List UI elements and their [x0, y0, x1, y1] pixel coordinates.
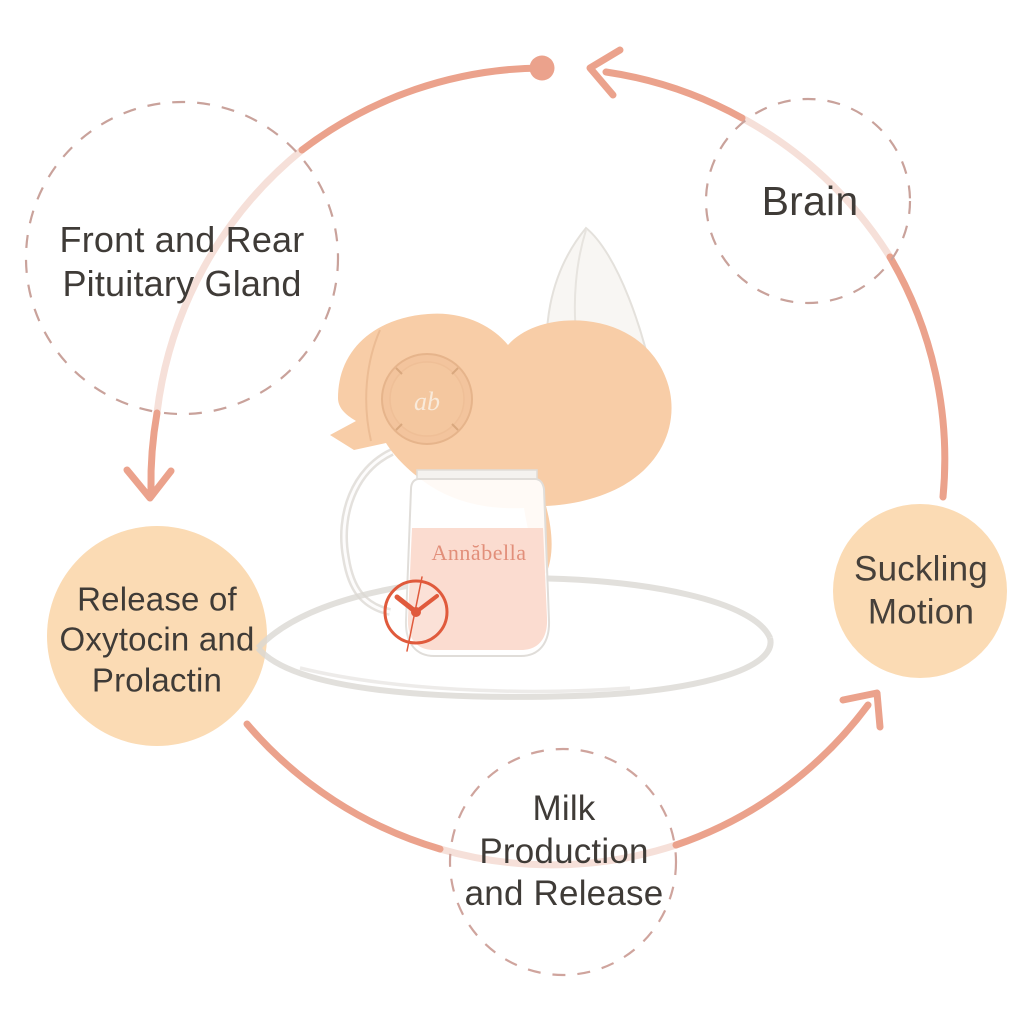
node-label-pituitary: Front and Rear Pituitary Gland — [59, 219, 305, 304]
arc-faded-through-pituitary — [153, 146, 306, 417]
node-label-suckling: Suckling Motion — [854, 549, 988, 631]
arc-suckling-to-brain — [886, 253, 949, 501]
dashed-circle-brain — [704, 97, 912, 305]
node-label-milk: Milk Production and Release — [464, 788, 664, 914]
pump-dial: ab — [381, 353, 473, 445]
cycle-arcs — [123, 46, 949, 869]
node-label-release: Release of Oxytocin and Prolactin — [59, 580, 255, 699]
solid-circle-suckling — [833, 504, 1007, 678]
arc-release-to-milk — [243, 720, 444, 853]
pump-dial-logo: ab — [414, 387, 440, 416]
arc-milk-to-suckling — [672, 701, 872, 849]
dashed-circle-milk — [448, 747, 678, 977]
arc-brain-to-top — [602, 68, 746, 122]
pump-body-seam — [365, 329, 381, 442]
milk-fill — [407, 528, 548, 650]
arc-faded-through-brain — [738, 114, 894, 261]
clock-icon — [383, 576, 449, 652]
arc-faded-through-milk — [436, 841, 680, 869]
pump-tube-loop-front — [255, 637, 774, 700]
arc-pituitary-to-release — [147, 409, 161, 494]
milk-bottle: Annăbella — [404, 469, 551, 657]
pump-tube-loop-twist — [299, 666, 631, 694]
arrow-down-icon — [123, 466, 175, 502]
solid-circle-release — [47, 526, 267, 746]
breast-pump-illustration: ab Annăbella — [255, 226, 774, 700]
node-label-brain: Brain — [761, 177, 859, 224]
pump-tube-left-highlight — [342, 450, 393, 614]
arc-dot-to-pituitary — [298, 64, 546, 154]
dashed-circle-pituitary — [24, 100, 340, 416]
flow-start-dot — [529, 55, 555, 81]
brand-text: Annăbella — [432, 540, 527, 565]
arrow-upright-icon — [839, 689, 884, 731]
arrow-top-icon — [586, 46, 624, 99]
node-circles — [24, 97, 1007, 977]
